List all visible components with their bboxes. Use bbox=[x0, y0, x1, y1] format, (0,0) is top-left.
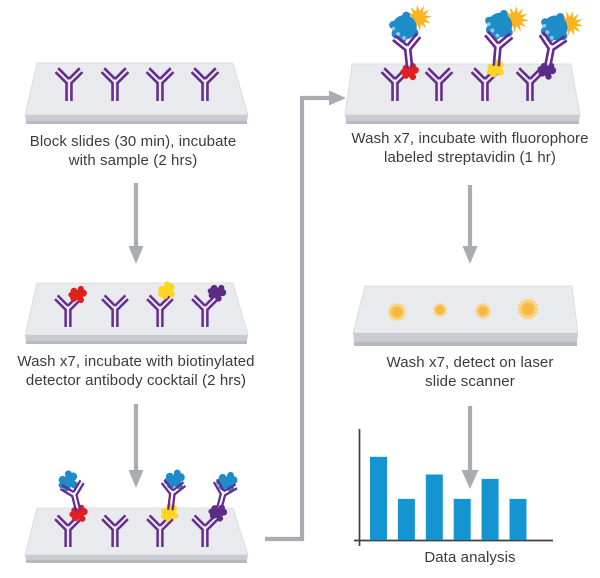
detection-complex bbox=[532, 9, 584, 72]
bar bbox=[453, 498, 471, 540]
step1-block-incubate-sample bbox=[24, 62, 249, 124]
bar-chart bbox=[354, 429, 553, 546]
step4-streptavidin-fluorophore bbox=[344, 4, 584, 124]
step5-scan-slide bbox=[352, 285, 579, 346]
caption-line: Block slides (30 min), incubate bbox=[29, 133, 237, 150]
caption-line: Wash x7, detect on laser bbox=[386, 354, 554, 371]
bar bbox=[370, 456, 387, 541]
detection-complex bbox=[387, 4, 432, 71]
microarray-slide bbox=[24, 62, 249, 124]
bar bbox=[481, 478, 499, 540]
bars bbox=[370, 456, 527, 541]
caption-line: detector antibody cocktail (2 hrs) bbox=[25, 372, 247, 389]
caption-line: labeled streptavidin (1 hr) bbox=[384, 149, 556, 166]
detection-complex bbox=[481, 6, 529, 69]
bar bbox=[425, 474, 443, 540]
flow-arrow-down-4 bbox=[461, 406, 479, 489]
caption-line: with sample (2 hrs) bbox=[68, 152, 198, 169]
caption-step4: Wash x7, detect on laser slide scanner bbox=[340, 353, 600, 391]
detector-antibody-biotin bbox=[157, 468, 187, 513]
fluorophore-star-icon bbox=[501, 6, 529, 33]
caption-step1: Block slides (30 min), incubate with sam… bbox=[3, 132, 263, 170]
caption-line: Wash x7, incubate with biotinylated bbox=[17, 353, 255, 370]
signal-spot-icon bbox=[474, 302, 492, 320]
bar bbox=[509, 498, 527, 540]
streptavidin-icon bbox=[483, 8, 515, 42]
caption-line: Wash x7, incubate with fluorophore bbox=[351, 130, 589, 147]
caption-line: Data analysis bbox=[424, 549, 516, 566]
caption-step2: Wash x7, incubate with biotinylated dete… bbox=[6, 352, 266, 390]
flow-arrow-elbow bbox=[265, 90, 346, 542]
step2-detector-cocktail bbox=[24, 279, 249, 344]
caption-step3: Wash x7, incubate with fluorophore label… bbox=[335, 129, 600, 167]
signal-spot-icon bbox=[432, 302, 448, 318]
microarray-slide bbox=[352, 285, 579, 346]
fluorophore-star-icon bbox=[405, 4, 432, 32]
bar bbox=[397, 498, 415, 540]
flow-arrow-down-2 bbox=[128, 404, 144, 488]
detector-antibody-biotin bbox=[55, 468, 92, 516]
flow-arrow-down-3 bbox=[462, 185, 478, 264]
step3-biotinylated-detectors-bound bbox=[24, 468, 249, 563]
caption-data-analysis: Data analysis bbox=[340, 548, 600, 567]
signal-spot-icon bbox=[516, 297, 540, 321]
flow-arrow-down-1 bbox=[128, 183, 144, 264]
caption-line: slide scanner bbox=[425, 373, 515, 390]
signal-spot-icon bbox=[387, 302, 407, 322]
